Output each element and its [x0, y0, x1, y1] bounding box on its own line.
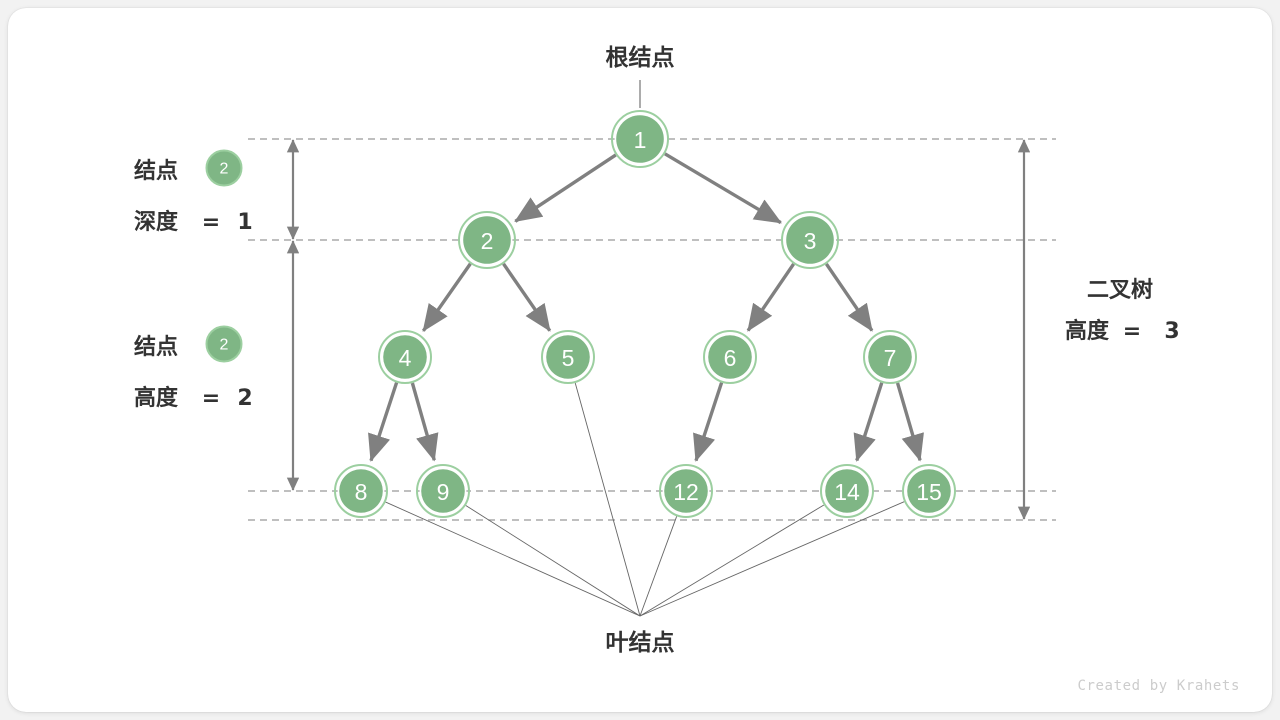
tree-node-ring	[820, 464, 874, 518]
tree-node-ring	[611, 110, 669, 168]
tree-node-label: 15	[916, 479, 942, 505]
node-depth-equals: =	[202, 210, 220, 235]
leaf-leader-lines	[385, 382, 905, 617]
leaf-leader-line	[574, 382, 641, 617]
tree-edge	[368, 382, 399, 462]
tree-node-label: 4	[399, 345, 412, 371]
leaf-leader-line	[639, 516, 678, 617]
tree-node-ring	[659, 464, 713, 518]
tree-node-disc	[825, 469, 869, 513]
annotation-tree-height: 二叉树 高度 = 3	[1065, 277, 1180, 344]
tree-node[interactable]: 6	[703, 330, 757, 384]
tree-node-disc	[708, 335, 752, 379]
tree-node-ring	[902, 464, 956, 518]
tree-node-label: 9	[437, 479, 450, 505]
tree-edge	[746, 262, 796, 332]
node-depth-badge-circle	[206, 150, 242, 186]
tree-node[interactable]: 8	[334, 464, 388, 518]
tree-node-ring	[416, 464, 470, 518]
tree-node-label: 6	[724, 345, 737, 371]
tree-edge	[502, 262, 552, 332]
tree-node[interactable]: 12	[659, 464, 713, 518]
tree-edge	[664, 152, 782, 225]
node-height-equals: =	[202, 386, 220, 411]
node-depth-badge-ring	[205, 149, 243, 187]
annotation-root-node: 根结点	[606, 45, 675, 108]
tree-node-ring	[781, 211, 839, 269]
node-depth-metric: 深度	[134, 209, 179, 235]
tree-node-label: 5	[562, 345, 575, 371]
node-depth-prefix: 结点	[134, 158, 178, 184]
tree-node-disc	[546, 335, 590, 379]
tree-node-ring	[703, 330, 757, 384]
tree-edge	[895, 382, 924, 462]
tree-node[interactable]: 4	[378, 330, 432, 384]
tree-height-metric: 高度	[1065, 318, 1110, 344]
tree-node-disc	[383, 335, 427, 379]
tree-node[interactable]: 14	[820, 464, 874, 518]
tree-node-disc	[616, 115, 664, 163]
node-height-badge-ring	[205, 325, 243, 363]
watermark-credit: Created by Krahets	[1077, 678, 1240, 694]
tree-node-disc	[786, 216, 834, 264]
tree-node-label: 8	[355, 479, 368, 505]
tree-node[interactable]: 15	[902, 464, 956, 518]
tree-node-disc	[339, 469, 383, 513]
tree-edge	[853, 382, 884, 462]
tree-node[interactable]: 1	[611, 110, 669, 168]
tree-node-label: 3	[804, 228, 817, 254]
tree-node-label: 14	[834, 479, 860, 505]
node-height-prefix: 结点	[134, 334, 178, 360]
tree-node-label: 2	[481, 228, 494, 254]
tree-node[interactable]: 7	[863, 330, 917, 384]
node-depth-value: 1	[237, 210, 252, 235]
tree-node-ring	[541, 330, 595, 384]
tree-node-disc	[463, 216, 511, 264]
tree-node-disc	[868, 335, 912, 379]
tree-height-equals: =	[1123, 319, 1141, 344]
tree-node-label: 1	[634, 127, 647, 153]
node-height-badge-label: 2	[220, 337, 229, 354]
tree-edge	[514, 153, 617, 223]
tree-node[interactable]: 3	[781, 211, 839, 269]
tree-height-title: 二叉树	[1087, 277, 1153, 303]
root-label: 根结点	[606, 45, 675, 71]
tree-node-ring	[378, 330, 432, 384]
tree-node-ring	[863, 330, 917, 384]
tree-node-disc	[907, 469, 951, 513]
tree-node-label: 12	[673, 479, 699, 505]
tree-edge	[410, 382, 439, 462]
tree-node-disc	[421, 469, 465, 513]
leaf-leader-line	[465, 505, 641, 617]
annotation-node-depth: 结点 2 深度 = 1	[134, 149, 253, 235]
tree-node-ring	[458, 211, 516, 269]
tree-height-value: 3	[1164, 319, 1179, 344]
tree-node[interactable]: 2	[458, 211, 516, 269]
tree-node-disc	[664, 469, 708, 513]
measure-arrows	[286, 139, 1031, 520]
tree-edge	[421, 262, 472, 332]
leaf-leader-line	[639, 501, 905, 617]
leaf-leader-line	[385, 501, 641, 617]
node-height-value: 2	[237, 386, 252, 411]
tree-node[interactable]: 9	[416, 464, 470, 518]
tree-edge	[824, 262, 874, 332]
node-height-metric: 高度	[134, 385, 179, 411]
node-depth-badge-label: 2	[220, 161, 229, 178]
annotation-node-height: 结点 2 高度 = 2	[134, 325, 253, 411]
tree-node-label: 7	[884, 345, 897, 371]
tree-node[interactable]: 5	[541, 330, 595, 384]
tree-edges	[368, 152, 924, 462]
node-height-badge-circle	[206, 326, 242, 362]
tree-node-ring	[334, 464, 388, 518]
leaf-label: 叶结点	[606, 630, 675, 656]
measure-dashed-lines	[248, 138, 1056, 521]
tree-edge	[693, 382, 724, 462]
leaf-leader-line	[639, 504, 825, 617]
